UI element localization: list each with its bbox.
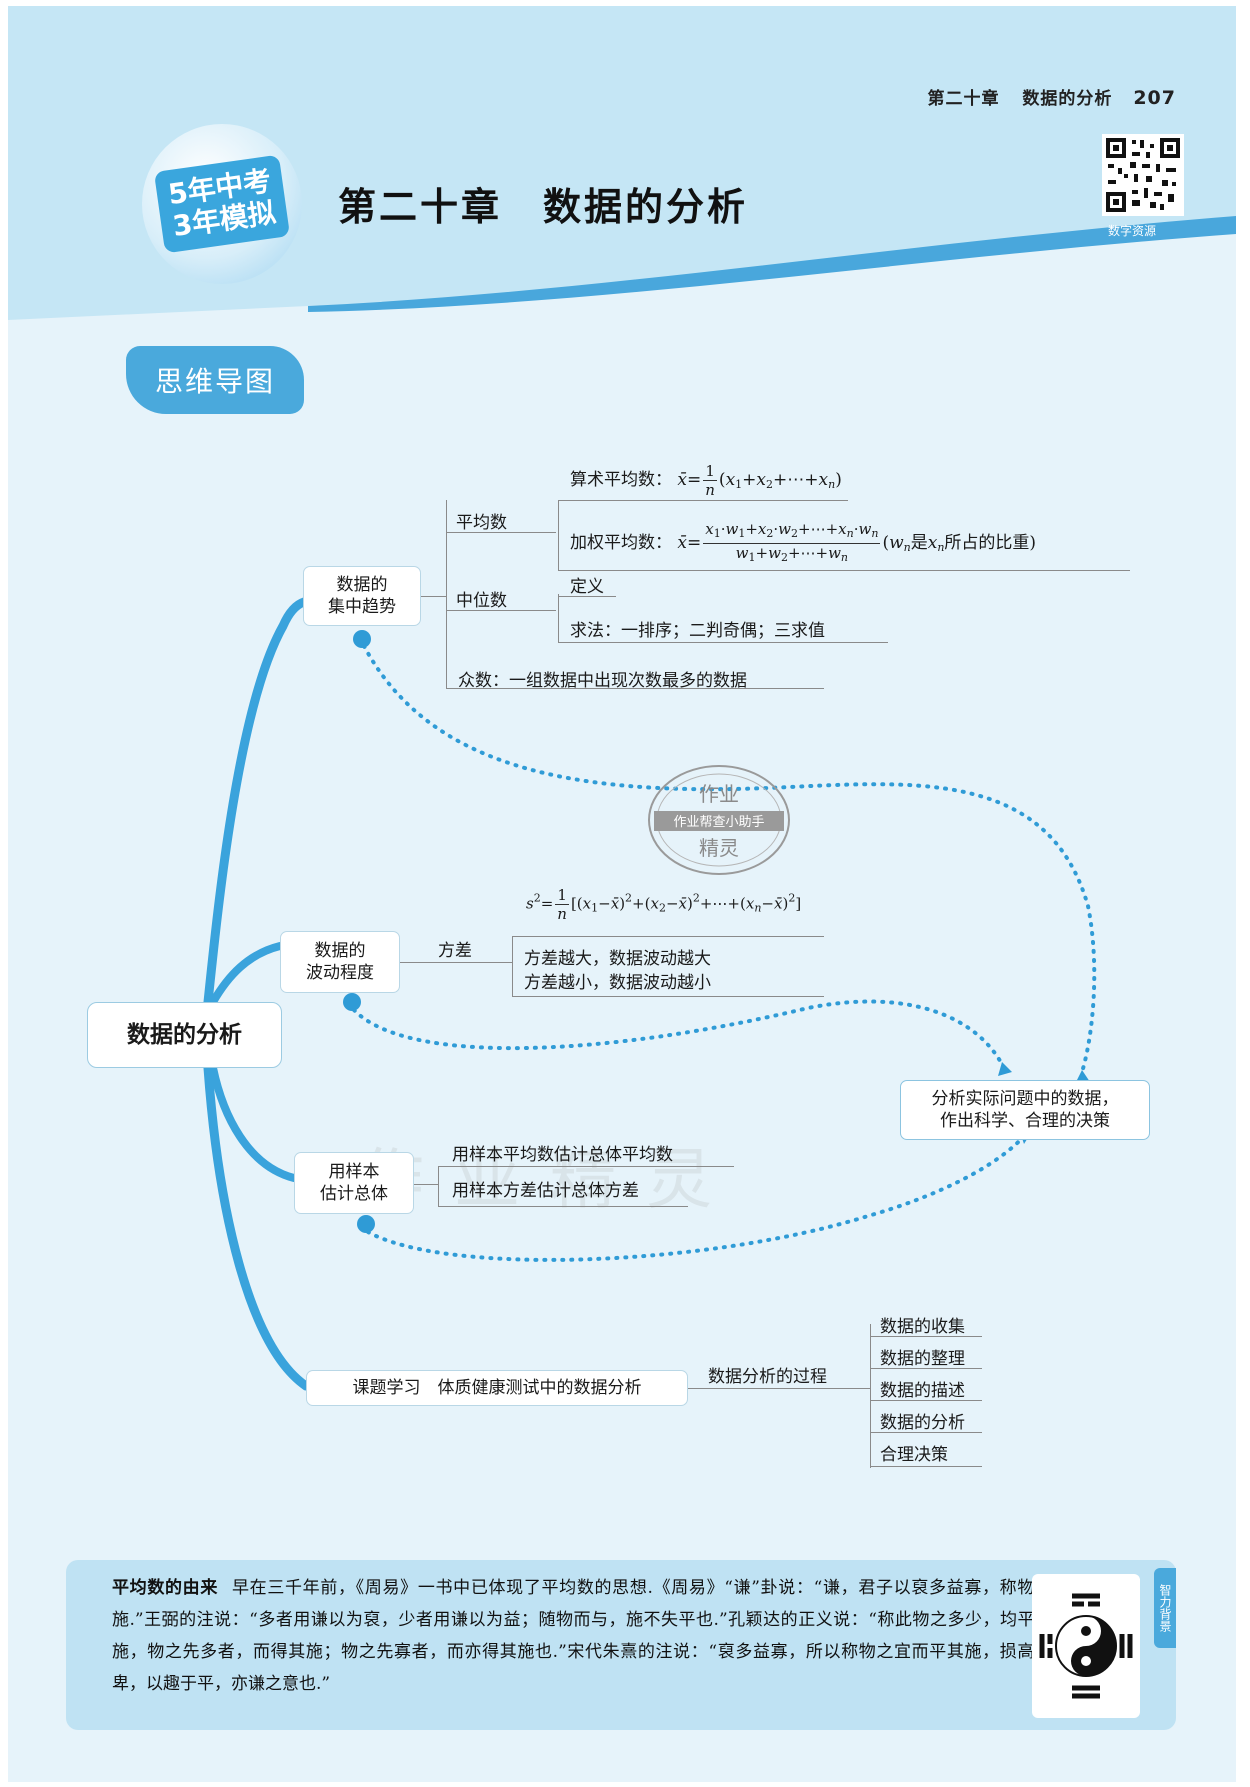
node-median: 中位数: [456, 591, 507, 611]
mindmap-root: 数据的分析: [87, 1002, 282, 1068]
note-text: 平均数的由来早在三千年前，《周易》一书中已体现了平均数的思想.《周易》“谦”卦说…: [112, 1572, 1052, 1700]
node-process: 数据分析的过程: [708, 1367, 827, 1387]
stamp-seal: 作业 作业帮查小助手 精灵: [648, 765, 790, 875]
node-project: 课题学习 体质健康测试中的数据分析: [306, 1370, 688, 1406]
page: 第二十章 数据的分析 207 5年中考 3年模拟 第二十章 数据的分析: [8, 6, 1236, 1782]
note-title: 平均数的由来: [112, 1578, 219, 1598]
note-body: 早在三千年前，《周易》一书中已体现了平均数的思想.《周易》“谦”卦说：“谦，君子…: [112, 1578, 1053, 1694]
qr-label: 数字资源: [1108, 224, 1157, 238]
mindmap-connectors: [203, 597, 1097, 1391]
brand-logo: 5年中考 3年模拟: [142, 124, 302, 284]
header-band: [8, 6, 1236, 320]
step-analyze: 数据的分析: [880, 1413, 965, 1433]
stamp-top: 作业: [699, 782, 739, 806]
page-number: 207: [1133, 87, 1176, 109]
variance-small: 方差越小，数据波动越小: [524, 973, 711, 993]
median-method: 求法：一排序；二判奇偶；三求值: [570, 621, 825, 641]
stamp-middle: 作业帮查小助手: [673, 815, 764, 830]
running-header: 第二十章 数据的分析 207: [927, 84, 1176, 109]
node-central-tendency: 数据的 集中趋势: [303, 566, 421, 626]
bagua-image: [1032, 1574, 1140, 1718]
node-mean: 平均数: [456, 513, 507, 533]
running-chapter: 第二十章: [927, 89, 1000, 109]
section-tab-mindmap: 思维导图: [126, 346, 304, 414]
chapter-title: 第二十章 数据的分析: [338, 185, 749, 229]
node-mode: 众数：一组数据中出现次数最多的数据: [458, 671, 747, 691]
variance-large: 方差越大，数据波动越大: [524, 949, 711, 969]
side-tab-background: 智力背景: [1154, 1568, 1176, 1648]
running-title: 数据的分析: [1022, 89, 1113, 109]
node-dispersion: 数据的 波动程度: [280, 931, 400, 993]
node-variance: 方差: [438, 941, 472, 961]
sampling-mean: 用样本平均数估计总体平均数: [452, 1145, 673, 1165]
node-sampling: 用样本 估计总体: [294, 1152, 414, 1214]
median-definition: 定义: [570, 577, 604, 597]
sampling-variance: 用样本方差估计总体方差: [452, 1181, 639, 1201]
qr-code-icon[interactable]: [1102, 134, 1184, 216]
node-decision: 分析实际问题中的数据， 作出科学、合理的决策: [900, 1080, 1150, 1140]
background-note: 平均数的由来早在三千年前，《周易》一书中已体现了平均数的思想.《周易》“谦”卦说…: [66, 1560, 1176, 1730]
step-organize: 数据的整理: [880, 1349, 965, 1369]
step-collect: 数据的收集: [880, 1317, 965, 1337]
stamp-bottom: 精灵: [699, 836, 739, 860]
watermark: 作业精灵: [358, 1141, 742, 1218]
step-decide: 合理决策: [880, 1445, 948, 1465]
step-describe: 数据的描述: [880, 1381, 965, 1401]
